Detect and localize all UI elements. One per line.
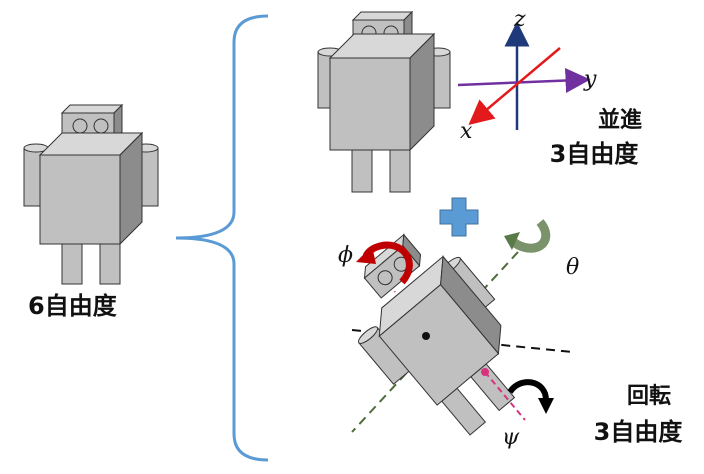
robot-left-leg-left (61, 243, 83, 285)
theta-label: θ (566, 255, 579, 280)
translation-label-line2: 3自由度 (549, 140, 639, 168)
curly-bracket (175, 14, 269, 462)
psi-label: ψ (502, 425, 520, 450)
robot-top (317, 10, 451, 193)
xyz-axes: z y x (457, 7, 597, 144)
plus-icon (439, 197, 479, 237)
phi-rotation-arrow (356, 241, 413, 285)
robot-left-eye-right (93, 118, 109, 134)
rotation-label-line2: 3自由度 (593, 418, 683, 446)
rotation-label-line1: 回転 (626, 384, 671, 409)
robot-top-body (328, 32, 436, 152)
robot-top-leg-right (389, 149, 411, 193)
roll-axis-dot (422, 332, 430, 340)
phi-label: ϕ (338, 243, 353, 268)
translation-label-line1: 並進 (597, 108, 642, 133)
robot-rotated-body (378, 283, 500, 406)
y-axis-label: y (583, 67, 597, 92)
robot-left (23, 103, 159, 285)
robot-left-leg-right (99, 243, 121, 285)
robot-rotated (357, 233, 516, 436)
z-axis-label: z (513, 7, 526, 32)
psi-axis (484, 371, 526, 421)
theta-rotation-arrow (504, 219, 551, 253)
robot-top-leg-left (351, 149, 373, 193)
robot-left-eye-left (72, 118, 88, 134)
x-axis-label: x (460, 119, 473, 144)
x-axis-arrow (468, 47, 561, 126)
psi-rotation-arrow (507, 379, 554, 414)
robot-left-body (38, 131, 144, 246)
six-dof-label: 6自由度 (28, 292, 117, 320)
